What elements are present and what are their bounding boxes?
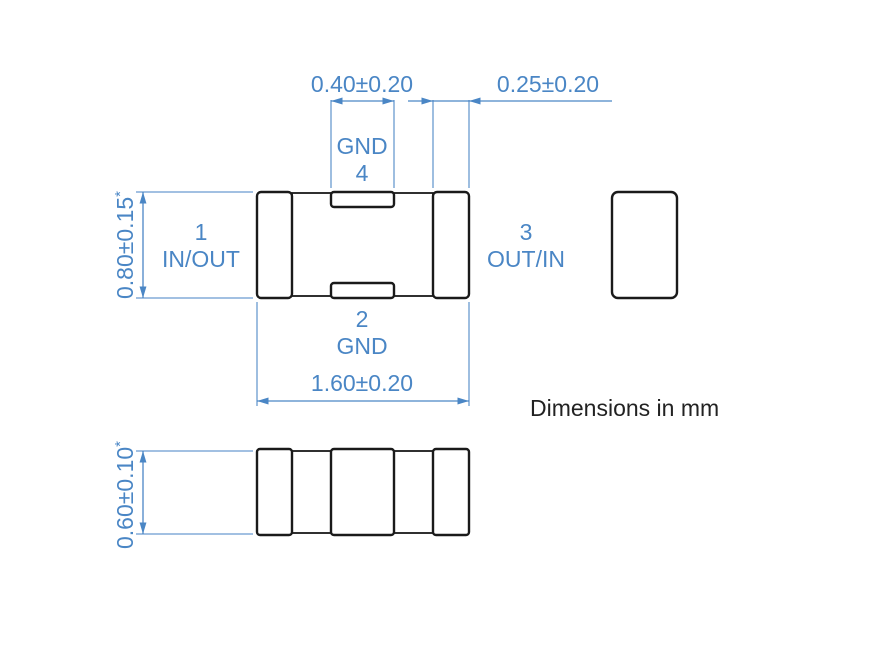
- pin4-number: 4: [356, 160, 369, 186]
- pad-width-label: 0.40±0.20: [311, 71, 413, 97]
- length-label: 1.60±0.20: [311, 370, 413, 396]
- pin1-number: 1: [195, 219, 208, 245]
- height-value: 0.60±0.10: [112, 447, 138, 549]
- end-cap-pin1: [255, 190, 294, 300]
- pin2-number: 2: [356, 306, 369, 332]
- units-note: Dimensions in mm: [530, 395, 719, 421]
- gap-label: 0.25±0.20: [497, 71, 599, 97]
- side-pad-middle: [329, 447, 396, 537]
- top-view-body: [291, 192, 434, 297]
- side-cap-right: [431, 447, 471, 537]
- end-cap-pin3: [431, 190, 471, 300]
- height-label: 0.60±0.10*: [112, 441, 138, 549]
- side-view-body-right: [393, 450, 434, 534]
- height-asterisk: *: [112, 441, 129, 447]
- pin1-label: IN/OUT: [162, 246, 240, 272]
- pin3-label: OUT/IN: [487, 246, 565, 272]
- pin4-label: GND: [336, 133, 387, 159]
- gnd-pad-pin2: [329, 281, 396, 300]
- width-label: 0.80±0.15*: [112, 191, 138, 299]
- top-view: [255, 190, 471, 300]
- gnd-pad-pin4: [329, 190, 396, 209]
- side-cap-left: [255, 447, 294, 537]
- width-value: 0.80±0.15: [112, 197, 138, 299]
- end-view: [610, 190, 679, 300]
- pin2-label: GND: [336, 333, 387, 359]
- width-asterisk: *: [112, 191, 129, 197]
- pin3-number: 3: [520, 219, 533, 245]
- side-view-body-left: [291, 450, 332, 534]
- side-view: [255, 447, 471, 537]
